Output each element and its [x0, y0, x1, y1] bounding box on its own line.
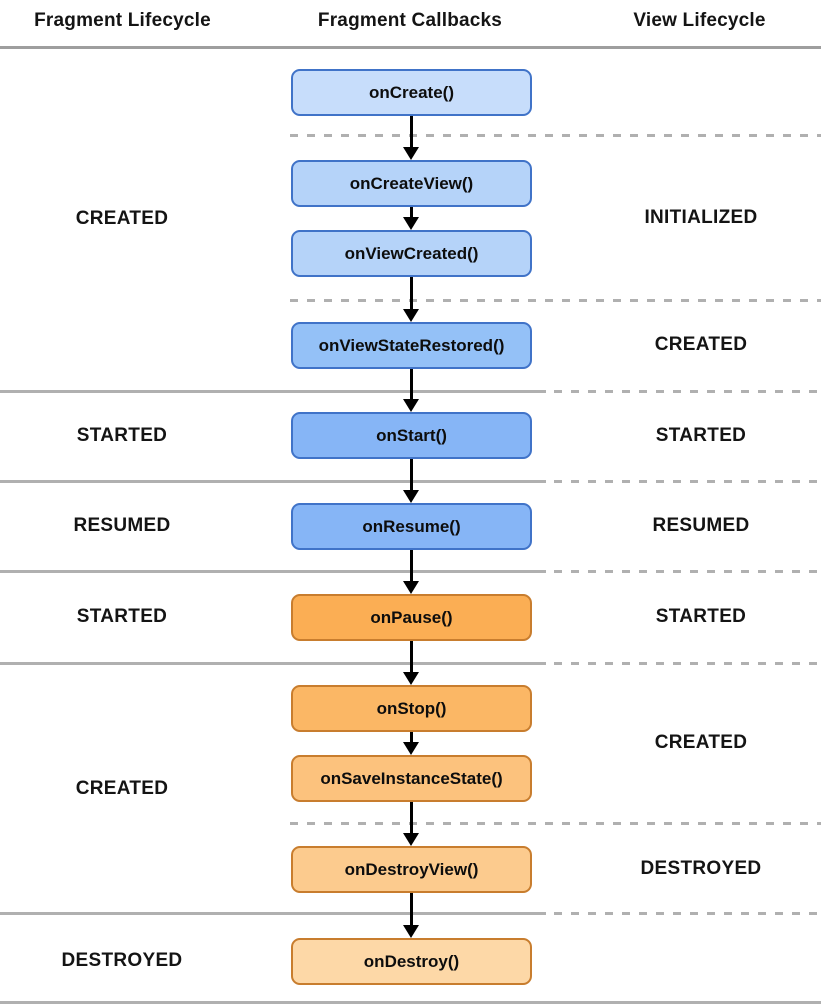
fragment-state-divider-solid: [0, 912, 546, 915]
header-divider-line: [0, 46, 821, 49]
callback-box-onviewstaterestored: onViewStateRestored(): [291, 322, 532, 369]
view-state-divider-dashed: [290, 822, 821, 825]
callback-box-ondestroyview: onDestroyView(): [291, 846, 532, 893]
view-state-divider-dashed: [554, 480, 821, 483]
view-state-divider-dashed: [290, 299, 821, 302]
view-state-label-started: STARTED: [655, 606, 747, 627]
view-state-label-destroyed: DESTROYED: [640, 858, 762, 879]
fragment-state-label-resumed: RESUMED: [73, 515, 171, 536]
view-state-label-started: STARTED: [655, 425, 747, 446]
view-state-divider-dashed: [290, 134, 821, 137]
fragment-state-divider-solid: [0, 480, 546, 483]
flow-arrow: [403, 640, 420, 685]
fragment-state-divider-solid: [0, 390, 546, 393]
callback-box-oncreateview: onCreateView(): [291, 160, 532, 207]
view-state-label-created: CREATED: [654, 334, 748, 355]
view-state-divider-dashed: [554, 570, 821, 573]
callback-box-onstop: onStop(): [291, 685, 532, 732]
flow-arrow: [403, 892, 420, 938]
view-state-label-initialized: INITIALIZED: [644, 207, 758, 228]
fragment-state-label-created: CREATED: [75, 208, 169, 229]
fragment-state-label-created: CREATED: [75, 778, 169, 799]
flow-arrow: [403, 115, 420, 160]
fragment-state-label-destroyed: DESTROYED: [61, 950, 183, 971]
fragment-state-divider-solid: [0, 662, 546, 665]
view-state-divider-dashed: [554, 390, 821, 393]
bottom-divider-line: [0, 1001, 821, 1004]
flow-arrow: [403, 731, 420, 755]
view-state-divider-dashed: [554, 912, 821, 915]
view-state-divider-dashed: [554, 662, 821, 665]
callback-box-onsaveinstancestate: onSaveInstanceState(): [291, 755, 532, 802]
view-state-label-resumed: RESUMED: [652, 515, 750, 536]
fragment-state-label-started: STARTED: [76, 425, 168, 446]
fragment-state-label-started: STARTED: [76, 606, 168, 627]
callback-box-onstart: onStart(): [291, 412, 532, 459]
flow-arrow: [403, 458, 420, 503]
fragment-state-divider-solid: [0, 570, 546, 573]
callback-box-onresume: onResume(): [291, 503, 532, 550]
flow-arrow: [403, 276, 420, 322]
column-header-view-lifecycle: View Lifecycle: [633, 10, 766, 31]
view-state-label-created: CREATED: [654, 732, 748, 753]
callback-box-onpause: onPause(): [291, 594, 532, 641]
flow-arrow: [403, 368, 420, 412]
callback-box-ondestroy: onDestroy(): [291, 938, 532, 985]
callback-box-oncreate: onCreate(): [291, 69, 532, 116]
flow-arrow: [403, 549, 420, 594]
column-header-fragment-callbacks: Fragment Callbacks: [317, 10, 503, 31]
flow-arrow: [403, 206, 420, 230]
flow-arrow: [403, 801, 420, 846]
callback-box-onviewcreated: onViewCreated(): [291, 230, 532, 277]
column-header-fragment-lifecycle: Fragment Lifecycle: [34, 10, 211, 31]
